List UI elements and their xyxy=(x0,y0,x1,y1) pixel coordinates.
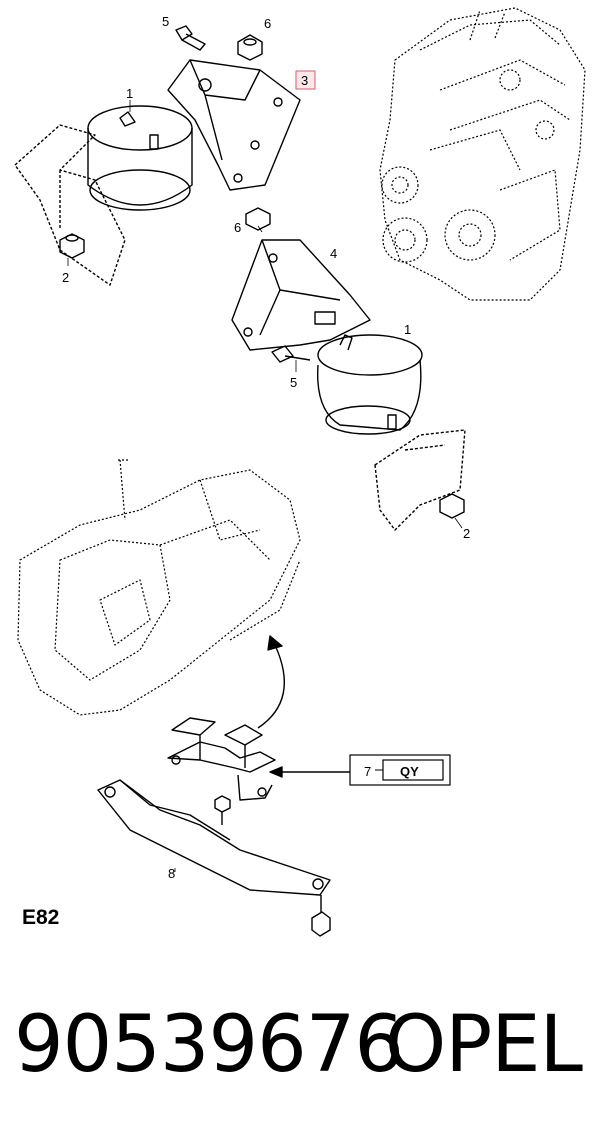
part-number: 90539676 xyxy=(14,1000,404,1090)
callout-3-highlight: 3 xyxy=(301,73,308,88)
bracket-part-4 xyxy=(231,239,371,351)
left-engine-mount xyxy=(87,105,193,211)
part-7-code-box xyxy=(349,754,451,786)
bolt-5-mid xyxy=(271,345,311,363)
brand-name: OPEL xyxy=(384,1000,583,1090)
exploded-parts-diagram: 1 2 3 4 5 6 6 1 5 2 7 QY 8 xyxy=(14,7,586,937)
callout-6-top: 6 xyxy=(264,16,271,31)
part-3-highlight-box xyxy=(295,70,316,90)
nut-2-right xyxy=(439,493,465,519)
gearbox-illustration xyxy=(17,459,301,716)
nut-6-mid xyxy=(245,207,271,231)
footer: 90539676 OPEL xyxy=(0,995,600,1095)
callout-5-top: 5 xyxy=(162,14,169,29)
figure-id: E82 xyxy=(22,906,60,929)
small-bolt xyxy=(214,795,231,825)
callout-6-mid: 6 xyxy=(234,220,241,235)
callout-8: 8 xyxy=(168,866,175,881)
transmission-mount-part-7 xyxy=(167,717,276,801)
callout-7-code: QY xyxy=(400,764,419,779)
pointer-arrow xyxy=(269,766,350,778)
callout-4: 4 xyxy=(330,246,337,261)
nut-6-top xyxy=(237,34,263,61)
bolt-5-top xyxy=(175,25,206,51)
left-chassis-bracket xyxy=(14,124,126,286)
callout-2-right: 2 xyxy=(463,526,470,541)
callout-7: 7 xyxy=(364,764,371,779)
right-engine-mount xyxy=(316,334,423,435)
callout-1-top: 1 xyxy=(126,86,133,101)
upper-bracket-part-3 xyxy=(167,59,301,191)
nut-2-left xyxy=(59,233,85,259)
callout-2-left: 2 xyxy=(62,270,69,285)
right-chassis-bracket xyxy=(374,429,466,531)
curved-arrow xyxy=(257,635,286,729)
callout-1-right: 1 xyxy=(404,322,411,337)
crossmember-part-8 xyxy=(97,779,331,896)
bottom-bolt xyxy=(311,895,331,937)
callout-5-mid: 5 xyxy=(290,375,297,390)
engine-block-illustration xyxy=(379,7,586,301)
